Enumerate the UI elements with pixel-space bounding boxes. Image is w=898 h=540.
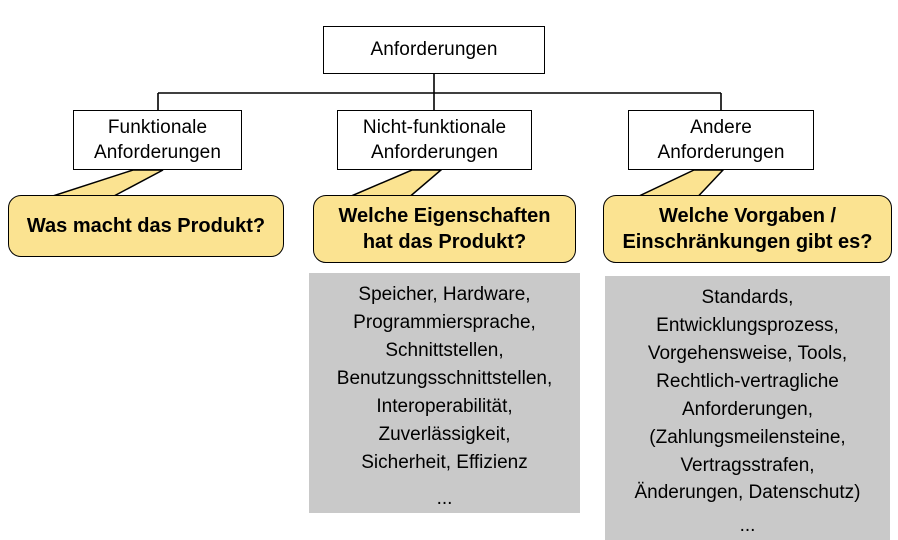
node-andere-anforderungen[interactable]: Andere Anforderungen <box>628 110 814 170</box>
detail-item: Benutzungsschnittstellen, <box>336 367 553 389</box>
callout-text-line1: Welche Eigenschaften <box>338 205 551 227</box>
detail-item: Entwicklungsprozess, <box>656 314 839 336</box>
detail-item: Vertragsstrafen, <box>680 454 815 476</box>
detail-item: Programmiersprache, <box>353 311 536 333</box>
detail-item: Interoperabilität, <box>376 395 513 417</box>
node-label-line2: Anforderungen <box>93 142 221 163</box>
callout-text-line1: Welche Vorgaben / <box>658 205 837 227</box>
detail-item: (Zahlungsmeilensteine, <box>649 426 846 448</box>
detail-item: Anforderungen, <box>682 398 813 420</box>
callout-text-line2: hat das Produkt? <box>362 231 527 253</box>
node-label-line1: Funktionale <box>107 116 208 138</box>
callout-text-line1: Was macht das Produkt? <box>26 215 266 237</box>
detail-item: Änderungen, Datenschutz) <box>634 482 861 504</box>
node-label-line2: Anforderungen <box>657 142 785 163</box>
details-panel-nicht-funktionale: Speicher, Hardware, Programmiersprache, … <box>309 273 580 513</box>
detail-ellipsis: ... <box>739 515 756 537</box>
node-nicht-funktionale-anforderungen[interactable]: Nicht-funktionale Anforderungen <box>337 110 532 170</box>
callout-funktionale[interactable]: Was macht das Produkt? <box>8 195 284 257</box>
detail-item: Sicherheit, Effizienz <box>361 451 528 473</box>
detail-item: Schnittstellen, <box>385 339 504 361</box>
detail-item: Standards, <box>701 287 794 308</box>
detail-item: Zuverlässigkeit, <box>378 423 511 445</box>
details-panel-andere: Standards, Entwicklungsprozess, Vorgehen… <box>605 276 890 540</box>
node-funktionale-anforderungen[interactable]: Funktionale Anforderungen <box>73 110 242 170</box>
node-label-line1: Nicht-funktionale <box>362 116 507 138</box>
callout-nicht-funktionale[interactable]: Welche Eigenschaften hat das Produkt? <box>313 195 576 263</box>
callout-text-line2: Einschränkungen gibt es? <box>622 231 873 253</box>
node-anforderungen[interactable]: Anforderungen <box>323 26 545 74</box>
callout-andere[interactable]: Welche Vorgaben / Einschränkungen gibt e… <box>603 195 892 263</box>
node-label-line1: Andere <box>690 116 752 138</box>
node-label: Anforderungen <box>370 39 498 61</box>
detail-item: Vorgehensweise, Tools, <box>647 342 848 364</box>
node-label-line2: Anforderungen <box>370 142 498 163</box>
detail-item: Rechtlich-vertragliche <box>656 370 839 392</box>
detail-ellipsis: ... <box>436 488 453 510</box>
detail-item: Speicher, Hardware, <box>358 284 531 305</box>
